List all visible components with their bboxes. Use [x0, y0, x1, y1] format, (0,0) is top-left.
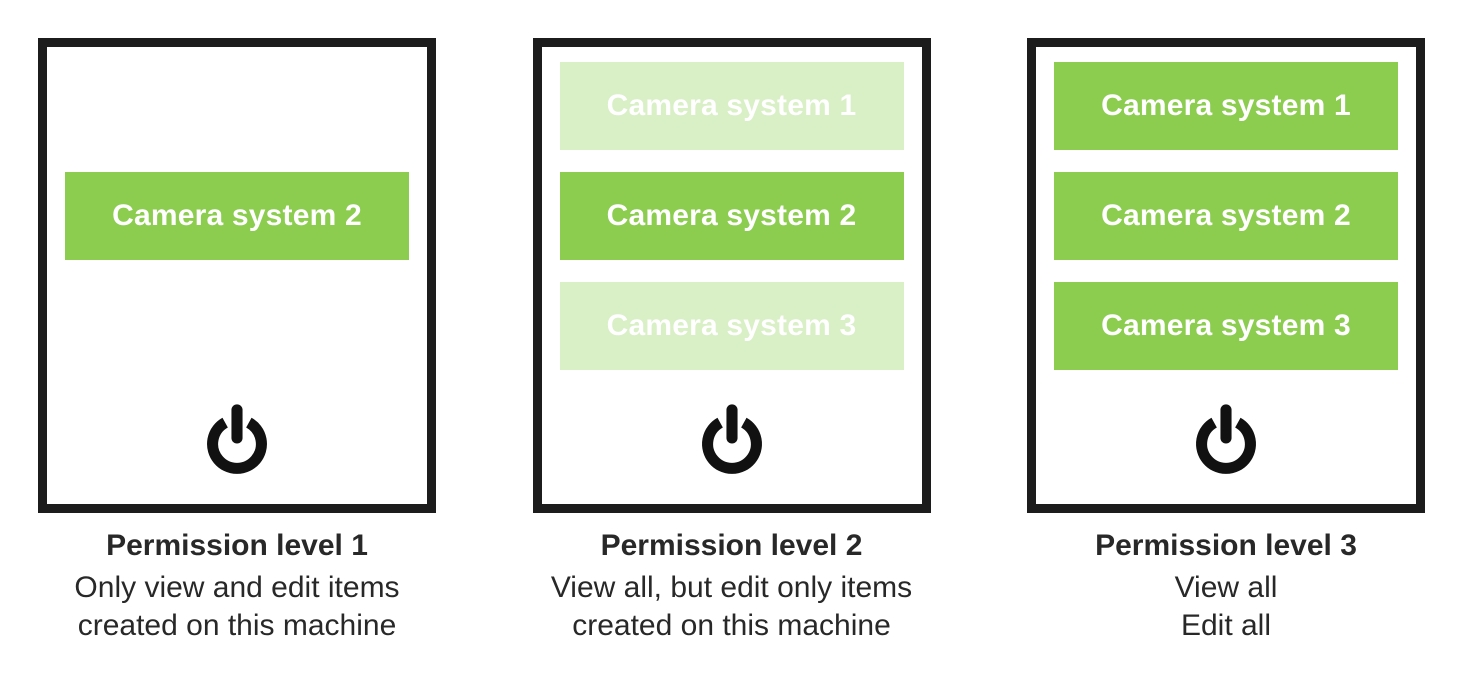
button-stack: Camera system 1 Camera system 2 Camera s…: [559, 62, 904, 392]
camera-system-button[interactable]: Camera system 1: [559, 62, 904, 150]
camera-system-button[interactable]: Camera system 3: [1054, 282, 1398, 370]
caption-line: created on this machine: [77, 609, 397, 642]
caption-level-2: Permission level 2 View all, but edit on…: [533, 527, 931, 645]
caption-title: Permission level 1: [106, 529, 368, 562]
power-icon[interactable]: [1189, 400, 1263, 476]
figure-permission-level-3: Camera system 1 Camera system 2 Camera s…: [1027, 38, 1425, 645]
camera-system-button[interactable]: Camera system 1: [1054, 62, 1398, 150]
power-icon-glyph: [1196, 404, 1256, 474]
permission-levels-diagram: Camera system 2 Permission level 1 Only …: [38, 38, 1425, 645]
caption-line: View all, but edit only items: [550, 571, 913, 604]
caption-title: Permission level 2: [600, 529, 863, 562]
screen-panel-3: Camera system 1 Camera system 2 Camera s…: [1027, 38, 1425, 513]
power-icon-glyph: [207, 404, 267, 474]
caption-title: Permission level 3: [1095, 529, 1357, 562]
camera-system-button[interactable]: Camera system 2: [559, 172, 904, 260]
camera-system-button[interactable]: Camera system 3: [559, 282, 904, 370]
screen-panel-1: Camera system 2: [38, 38, 436, 513]
power-icon[interactable]: [695, 400, 769, 476]
button-stack: Camera system 1 Camera system 2 Camera s…: [1054, 62, 1398, 392]
camera-system-button[interactable]: Camera system 2: [65, 172, 409, 260]
caption-line: Edit all: [1180, 609, 1272, 642]
caption-line: View all: [1174, 571, 1278, 604]
power-icon[interactable]: [200, 400, 274, 476]
screen-panel-2: Camera system 1 Camera system 2 Camera s…: [532, 38, 931, 513]
caption-line: Only view and edit items: [74, 571, 400, 604]
camera-system-button[interactable]: Camera system 2: [1054, 172, 1398, 260]
power-icon-glyph: [701, 404, 762, 474]
figure-permission-level-1: Camera system 2 Permission level 1 Only …: [38, 38, 436, 645]
caption-level-1: Permission level 1 Only view and edit it…: [38, 527, 436, 645]
figure-permission-level-2: Camera system 1 Camera system 2 Camera s…: [532, 38, 931, 645]
caption-level-3: Permission level 3 View all Edit all: [1027, 527, 1425, 645]
button-stack: Camera system 2: [65, 62, 409, 392]
caption-line: created on this machine: [572, 609, 891, 642]
